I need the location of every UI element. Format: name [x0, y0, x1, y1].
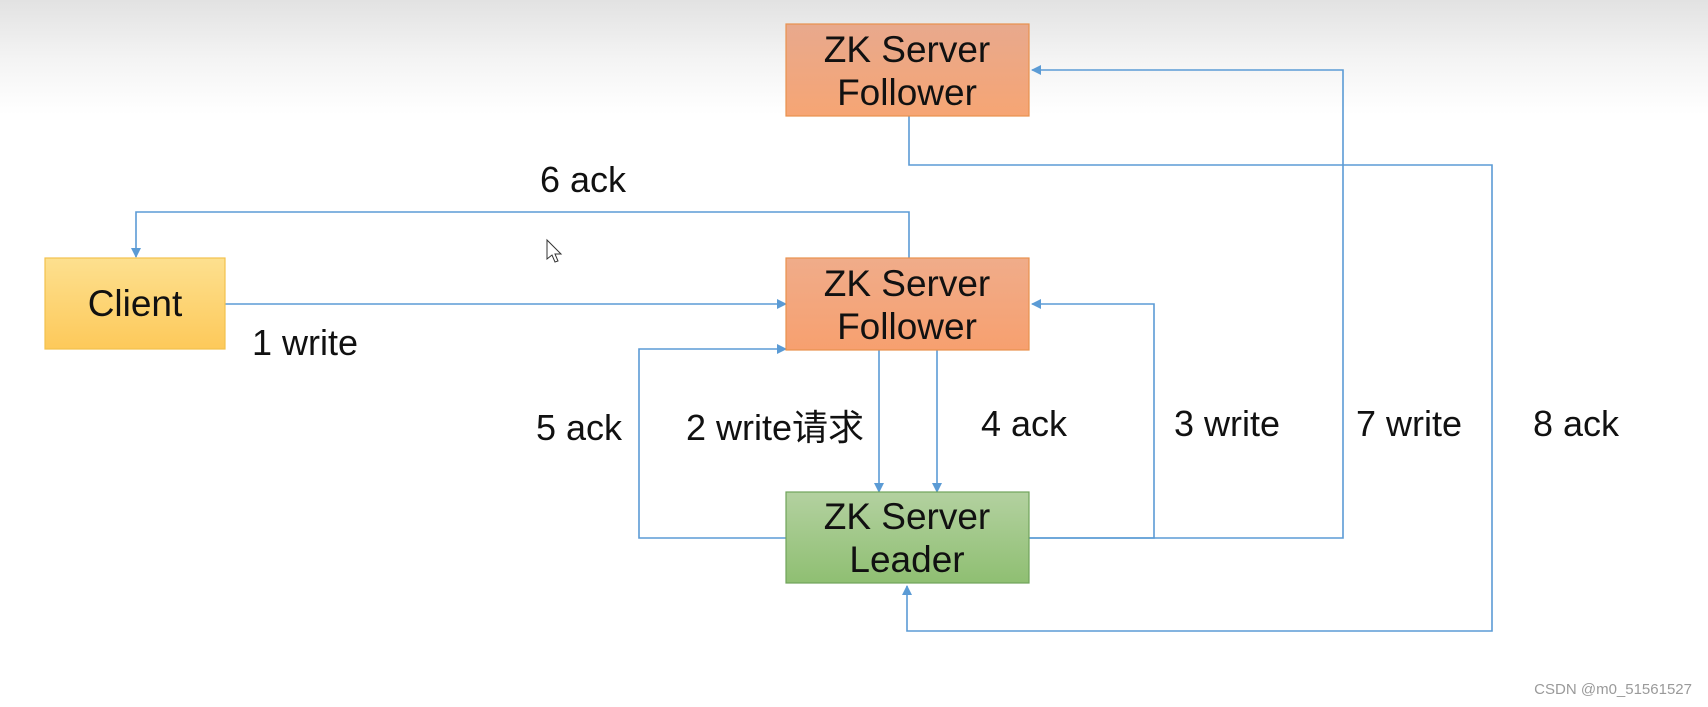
label-8-ack: 8 ack: [1533, 403, 1620, 444]
watermark-text: CSDN @m0_51561527: [1534, 681, 1692, 698]
node-leader-line1: ZK Server: [824, 496, 991, 537]
label-7-write: 7 write: [1356, 403, 1462, 444]
label-4-ack: 4 ack: [981, 403, 1068, 444]
edge-5-ack: [638, 344, 787, 539]
node-follower-mid: ZK Server Follower: [785, 257, 1030, 351]
node-follower-mid-line1: ZK Server: [824, 263, 991, 304]
node-client: Client: [44, 257, 226, 350]
node-leader-line2: Leader: [849, 539, 964, 580]
label-1-write: 1 write: [252, 322, 358, 363]
node-follower-top: ZK Server Follower: [785, 23, 1030, 117]
label-6-ack: 6 ack: [540, 159, 627, 200]
node-follower-top-line2: Follower: [837, 72, 977, 113]
node-client-label: Client: [88, 283, 183, 324]
mouse-cursor-icon: [546, 238, 563, 263]
label-2-write-request: 2 write请求: [686, 407, 864, 448]
edge-6-ack: [131, 211, 910, 258]
node-follower-mid-line2: Follower: [837, 306, 977, 347]
edge-7-write: [1029, 65, 1344, 539]
label-5-ack: 5 ack: [536, 407, 623, 448]
edge-8-ack: [902, 116, 1493, 632]
node-leader: ZK Server Leader: [785, 491, 1030, 584]
node-follower-top-line1: ZK Server: [824, 29, 991, 70]
label-3-write: 3 write: [1174, 403, 1280, 444]
